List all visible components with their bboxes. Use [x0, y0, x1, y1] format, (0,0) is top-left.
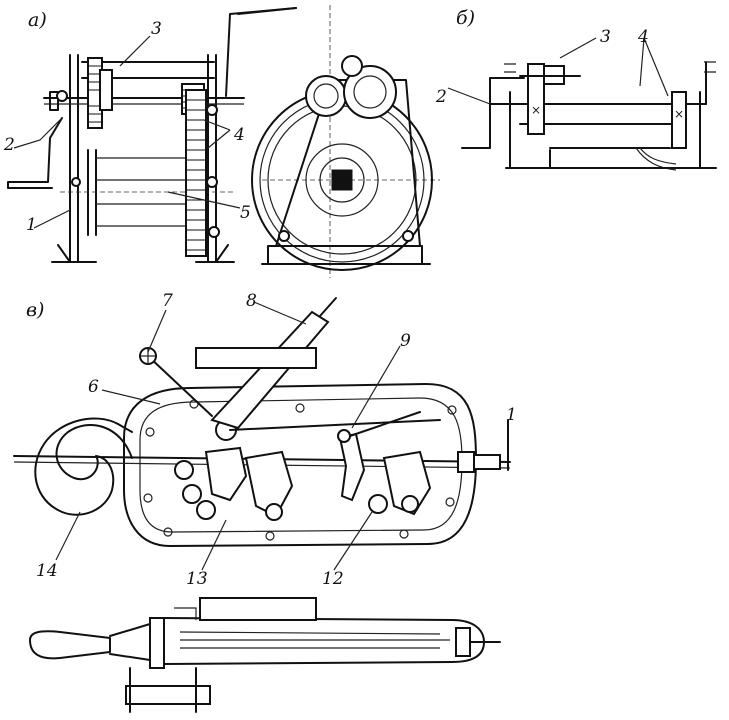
- lever-hoist-plan-view: [29, 597, 501, 713]
- section-b-label: б): [456, 7, 475, 29]
- section-v-label: в): [26, 299, 44, 321]
- label-v-8: 8: [246, 291, 257, 311]
- label-b-4: 4: [637, 27, 649, 47]
- label-v-6: 6: [88, 377, 99, 397]
- svg-text:×: ×: [531, 103, 541, 117]
- label-v-7: 7: [162, 291, 173, 311]
- winch-front-view: [7, 7, 297, 263]
- section-a-label: а): [28, 9, 47, 31]
- label-v-1: 1: [506, 405, 517, 425]
- lever-hoist-view: [13, 297, 511, 571]
- label-b-2: 2: [435, 87, 447, 107]
- label-v-14: 14: [36, 561, 58, 581]
- kinematic-scheme: × ×: [447, 37, 717, 171]
- label-v-12: 12: [322, 569, 344, 589]
- label-v-13: 13: [186, 569, 208, 589]
- label-a-2: 2: [3, 135, 15, 155]
- label-a-1: 1: [26, 215, 37, 235]
- label-v-9: 9: [400, 331, 411, 351]
- svg-text:×: ×: [674, 107, 684, 121]
- label-a-5: 5: [240, 203, 251, 223]
- label-a-4: 4: [233, 125, 245, 145]
- winch-side-view: [251, 5, 440, 278]
- label-b-3: 3: [600, 27, 611, 47]
- label-a-3: 3: [151, 19, 162, 39]
